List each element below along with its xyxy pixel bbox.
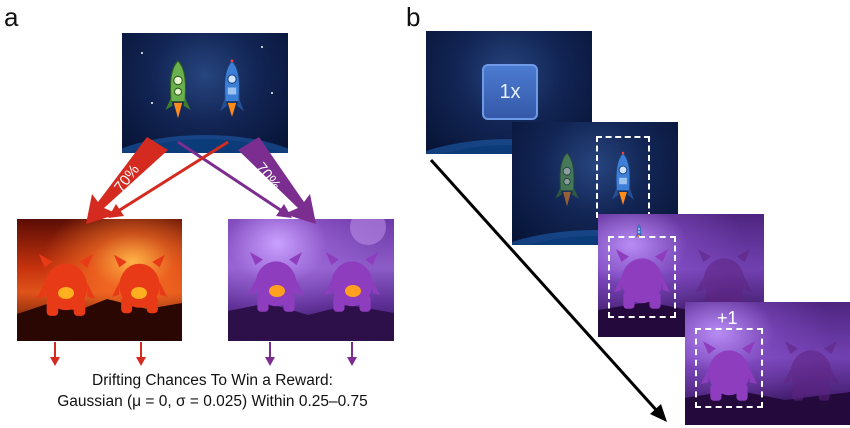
red-planet-scene <box>17 219 182 341</box>
reward-highlight <box>695 328 763 408</box>
faded-alien-icon <box>783 336 839 404</box>
transition-arrows <box>50 137 357 366</box>
panel-b-label: b <box>406 2 421 32</box>
reward-caption-line2: Gaussian (μ = 0, σ = 0.025) Within 0.25–… <box>57 393 368 410</box>
common-transition-red-arrow <box>86 137 168 224</box>
alien-selection-highlight <box>608 236 676 318</box>
reward-arrow-red-right <box>136 357 146 366</box>
reward-arrow-red-left <box>50 357 60 366</box>
start-1x-button[interactable]: 1x <box>482 64 538 120</box>
common-transition-purple-arrow <box>238 137 316 224</box>
reward-caption-line1: Drifting Chances To Win a Reward: <box>92 372 333 389</box>
purple-terrain <box>228 219 394 341</box>
rare-transition-red-arrow <box>114 140 229 215</box>
reward-feedback-screen: +1 <box>685 302 850 425</box>
rocket-choice-scene <box>122 33 288 153</box>
reward-arrow-purple-left <box>265 357 275 366</box>
panel-a-label: a <box>4 2 19 32</box>
rocket-selection-highlight <box>596 136 650 218</box>
purple-planet-scene <box>228 219 394 341</box>
reward-points: +1 <box>717 308 738 328</box>
reward-arrow-purple-right <box>347 357 357 366</box>
unselected-green-rocket-icon[interactable] <box>554 144 580 218</box>
rare-transition-purple-arrow <box>177 140 286 215</box>
